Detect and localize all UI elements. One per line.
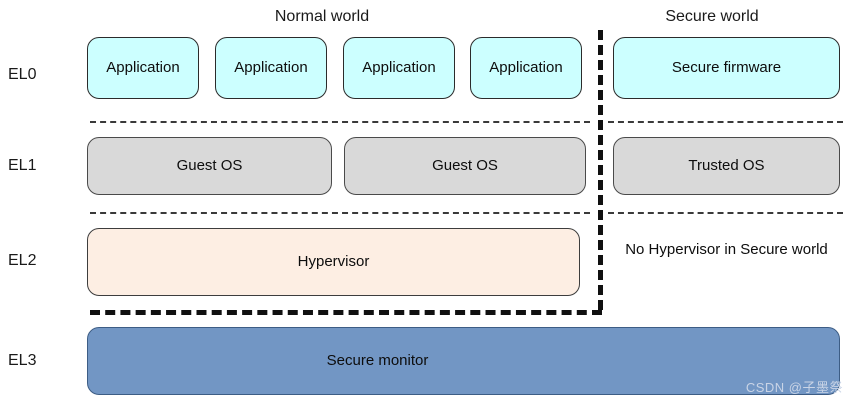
exception-level-label-el3: EL3 — [8, 352, 37, 369]
separator-el0-el1-secure — [608, 121, 843, 123]
separator-el0-el1-normal — [90, 121, 590, 123]
separator-el1-el2-secure — [608, 212, 843, 214]
no-hypervisor-note: No Hypervisor in Secure world — [625, 241, 828, 258]
secure-world-title: Secure world — [665, 8, 759, 25]
exception-level-label-el1: EL1 — [8, 157, 37, 174]
watermark-text: CSDN @子墨祭 — [745, 380, 843, 395]
guest-os-box-1: Guest OS — [87, 137, 332, 195]
guest-os-box-2: Guest OS — [344, 137, 586, 195]
secure-monitor-box: Secure monitor — [87, 327, 840, 395]
secure-monitor-label: Secure monitor — [326, 352, 429, 369]
application-box-2: Application — [215, 37, 327, 99]
world-divider-line — [598, 30, 603, 310]
trusted-os-box: Trusted OS — [613, 137, 840, 195]
separator-el1-el2-normal — [90, 212, 590, 214]
normal-world-title: Normal world — [274, 8, 370, 25]
application-box-4: Application — [470, 37, 582, 99]
application-box-3: Application — [343, 37, 455, 99]
application-box-1: Application — [87, 37, 199, 99]
hypervisor-box: Hypervisor — [87, 228, 580, 296]
separator-el2-el3 — [90, 310, 602, 315]
exception-level-label-el2: EL2 — [8, 252, 37, 269]
secure-firmware-box: Secure firmware — [613, 37, 840, 99]
exception-level-label-el0: EL0 — [8, 66, 37, 83]
